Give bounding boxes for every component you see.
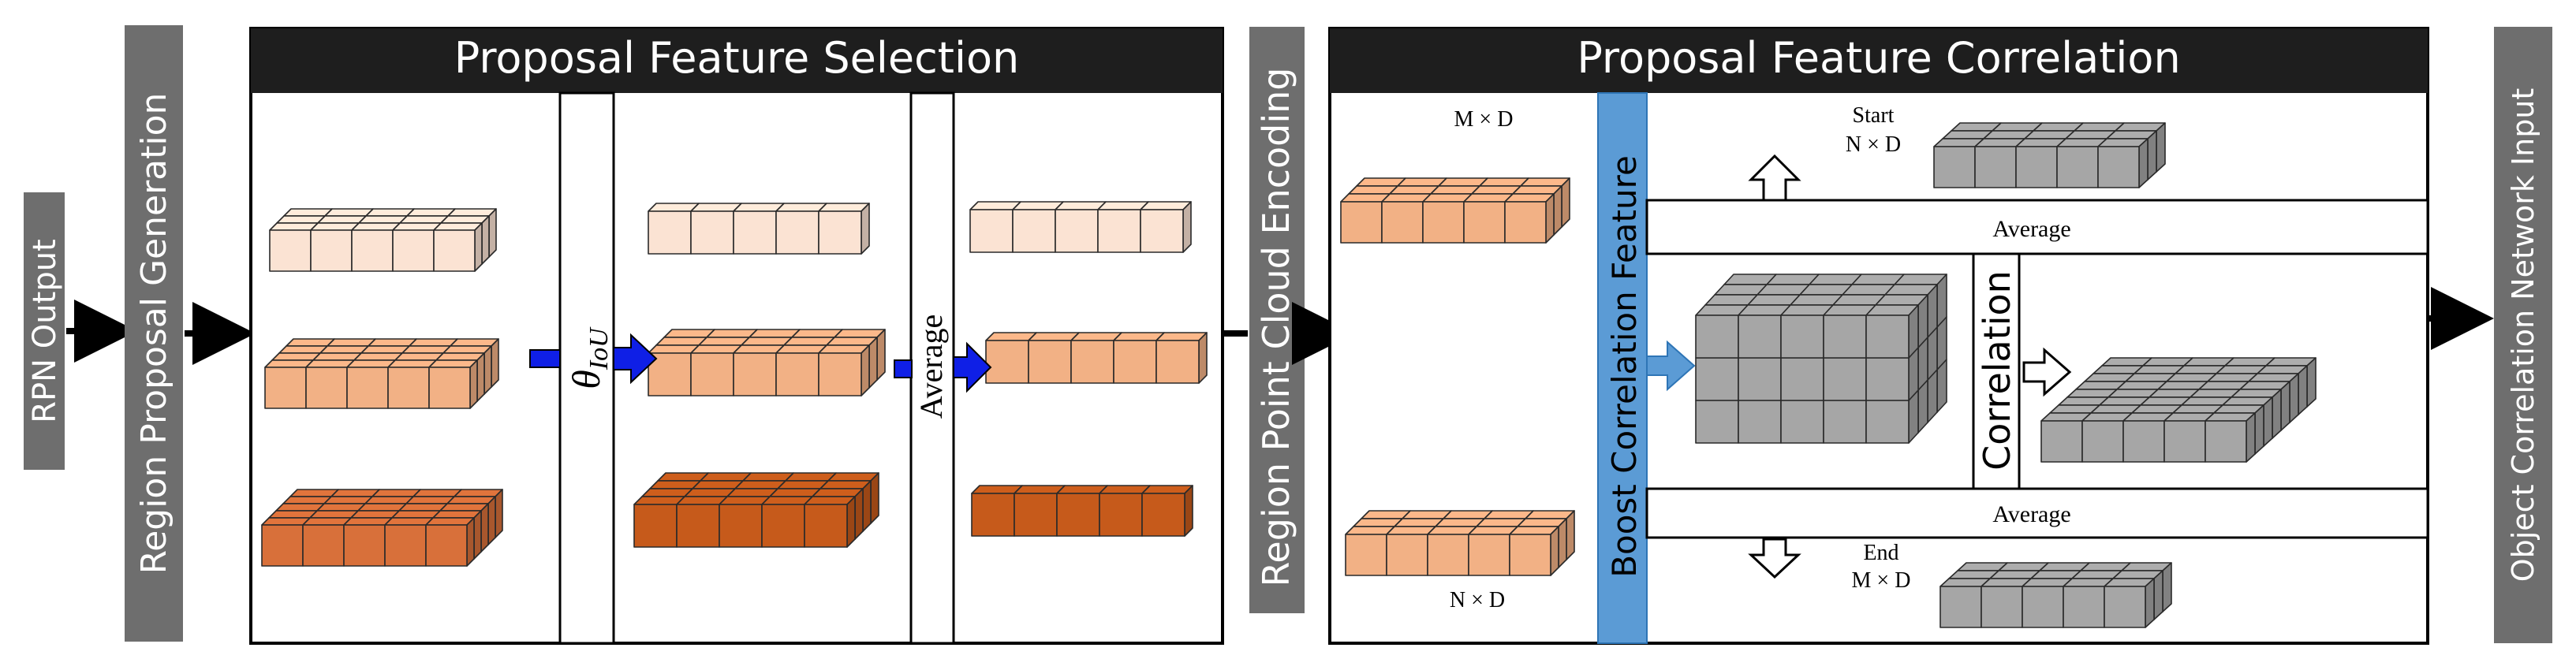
blue-arrow-to-theta: [529, 349, 561, 368]
n-by-d-bottom-label: N × D: [1450, 588, 1505, 612]
blue-arrow-boost-to-cube: [1646, 340, 1696, 392]
proposal-feature-selection-title: Proposal Feature Selection: [454, 33, 1019, 83]
selection-feature-blocks: [261, 201, 1208, 567]
region-point-cloud-encoding-label: Region Point Cloud Encoding: [1255, 68, 1297, 587]
theta-iou-label: θIoU: [564, 326, 614, 389]
proposal-feature-correlation-panel: Proposal Feature Correlation Boost Corre…: [1328, 27, 2429, 645]
hollow-arrow-up: [1748, 154, 1801, 202]
theta-iou-column: [558, 91, 615, 645]
rpn-output-label: RPN Output: [27, 239, 63, 423]
blue-arrow-from-theta: [613, 333, 658, 385]
start-label: Start: [1853, 103, 1895, 128]
feature-block-light: [269, 208, 497, 272]
feature-block-dark: [261, 489, 503, 567]
filtered-block-light: [648, 203, 870, 255]
correlation-label: Correlation: [1976, 270, 2018, 471]
end-dims-label: M × D: [1852, 568, 1911, 593]
average-column-label: Average: [913, 315, 949, 419]
correlated-block: [2040, 357, 2317, 463]
blue-arrow-from-average: [953, 341, 992, 393]
feature-block-mid: [264, 338, 499, 409]
blue-arrow-to-average: [894, 359, 913, 378]
average-top-box: [1645, 199, 2429, 255]
hollow-arrow-down: [1748, 538, 1801, 579]
boosted-cube: [1695, 274, 1947, 444]
object-correlation-network-input-bar: Object Correlation Network Input: [2494, 27, 2552, 643]
input-block-bottom: [1345, 510, 1575, 576]
filtered-block-mid: [648, 329, 886, 396]
rpn-output-bar: RPN Output: [24, 192, 65, 470]
boost-correlation-feature-bar: [1597, 92, 1648, 644]
average-bottom-label: Average: [1992, 501, 2070, 527]
end-output-block: [1939, 562, 2172, 628]
average-bottom-box: [1645, 487, 2429, 539]
input-block-top: [1340, 177, 1570, 244]
filtered-block-dark: [633, 472, 879, 548]
region-proposal-generation-bar: Region Proposal Generation: [125, 25, 183, 642]
proposal-feature-correlation-title: Proposal Feature Correlation: [1577, 33, 2180, 83]
region-proposal-generation-label: Region Proposal Generation: [134, 93, 174, 575]
start-dims-label: N × D: [1846, 132, 1901, 157]
end-label: End: [1863, 541, 1898, 565]
object-correlation-network-input-label: Object Correlation Network Input: [2506, 88, 2541, 583]
averaged-block-dark: [971, 485, 1193, 537]
correlation-feature-blocks: [1340, 122, 2317, 628]
averaged-block-mid: [985, 332, 1208, 384]
region-point-cloud-encoding-bar: Region Point Cloud Encoding: [1249, 27, 1305, 613]
proposal-feature-selection-panel: Proposal Feature Selection θIoU Average: [249, 27, 1224, 645]
hollow-arrow-right: [2022, 347, 2072, 397]
m-by-d-top-label: M × D: [1454, 107, 1514, 132]
averaged-block-light: [969, 201, 1192, 253]
start-output-block: [1933, 122, 2166, 188]
boost-correlation-feature-label: Boost Correlation Feature: [1605, 155, 1644, 578]
average-top-label: Average: [1992, 216, 2070, 242]
